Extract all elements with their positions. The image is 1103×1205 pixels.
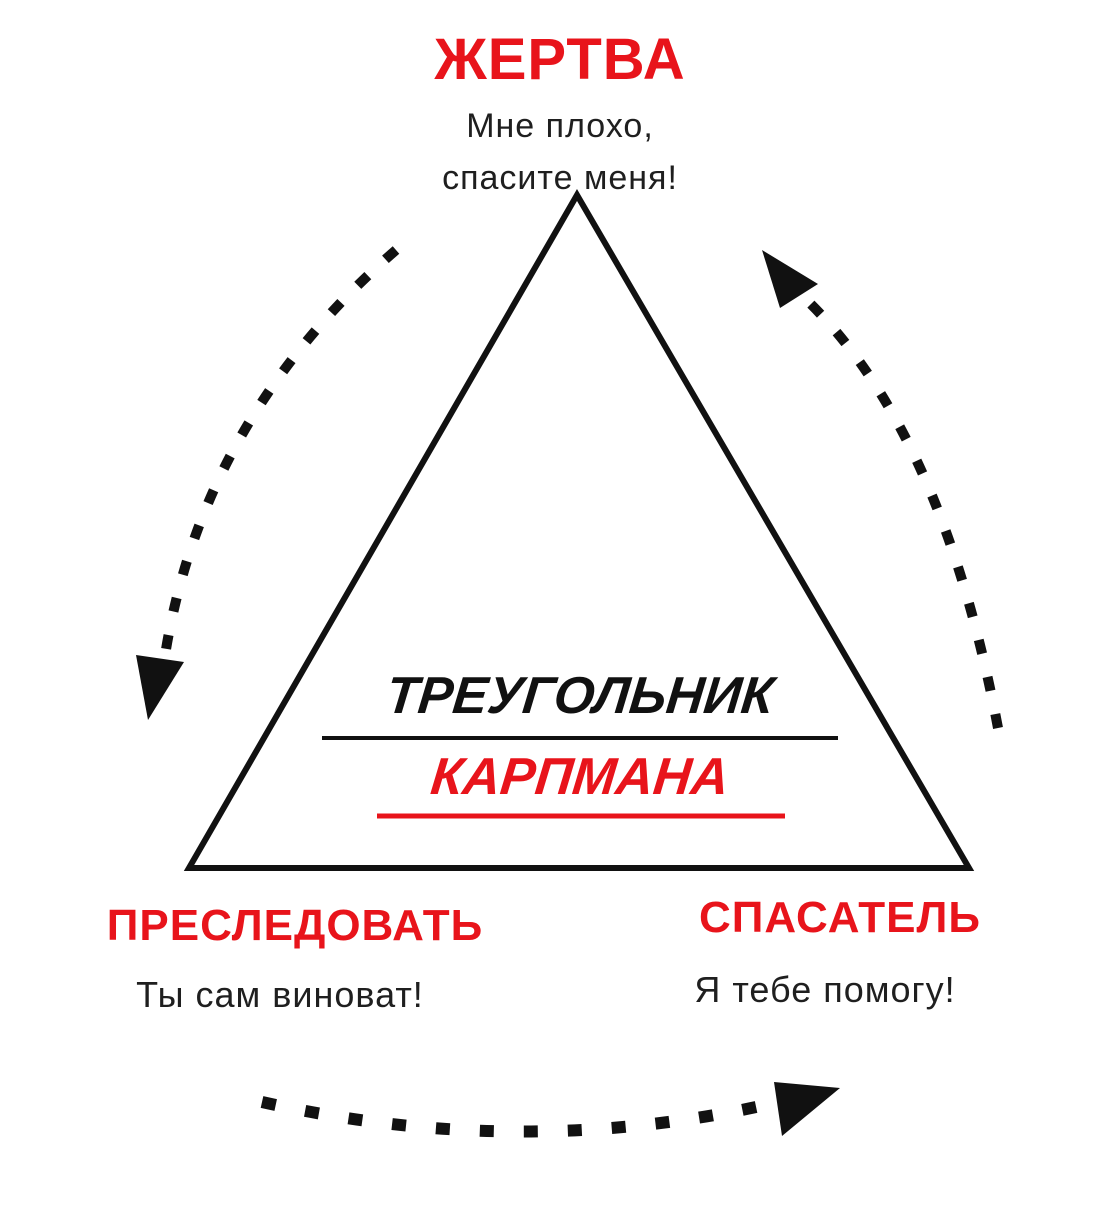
triangle-outline: [183, 189, 975, 871]
victim-phrase-line2: спасите меня!: [442, 159, 678, 197]
left-dotted-arrow-path: [159, 246, 400, 663]
left-arrowhead-icon: [136, 655, 184, 720]
persecutor-phrase: Ты сам виноват!: [136, 974, 424, 1015]
center-title-line1: ТРЕУГОЛЬНИК: [383, 667, 777, 725]
right-arrowhead-icon: [762, 250, 818, 308]
right-dotted-arrow-path: [792, 286, 1003, 729]
persecutor-title: ПРЕСЛЕДОВАТЬ: [106, 901, 484, 950]
victim-phrase-line1: Мне плохо,: [466, 107, 654, 145]
center-title-line2: КАРПМАНА: [428, 748, 732, 806]
bottom-dotted-arrow-path: [260, 1096, 772, 1138]
victim-phrase: Мне плохо, спасите меня!: [300, 100, 820, 204]
victim-title: ЖЕРТВА: [434, 27, 686, 92]
rescuer-phrase: Я тебе помогу!: [694, 969, 956, 1010]
bottom-arrowhead-icon: [774, 1082, 840, 1136]
rescuer-title: СПАСАТЕЛЬ: [698, 893, 982, 942]
